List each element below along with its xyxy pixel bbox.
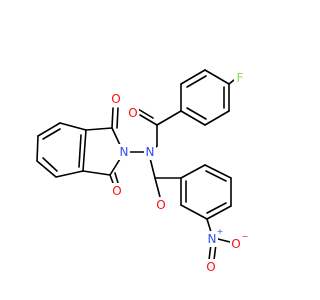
fluorine-atom: F (234, 70, 246, 86)
imide-nitrogen-atom: N (118, 144, 130, 160)
imide-nitrogen-label: N (120, 145, 129, 159)
nitrophenyl-ring (180, 164, 232, 220)
fluorophenyl-ring (180, 69, 230, 126)
ketone-linker (137, 108, 182, 153)
imide-oxygen-bottom-label: O (112, 184, 121, 198)
molecule-diagram: F O O N N O O N + (36, 69, 248, 275)
ketone-oxygen-label: O (128, 106, 137, 120)
nitro-nitrogen-atom: N + (206, 227, 223, 247)
carbon-fluorine-bond (228, 79, 235, 85)
fluorine-label: F (237, 71, 244, 85)
amide-carbonyl (149, 157, 182, 198)
phthalimide-benzo-ring (36, 122, 87, 178)
imide-oxygen-bottom-atom: O (111, 183, 123, 199)
ketone-oxygen-atom: O (127, 105, 139, 121)
nitro-single-bond (217, 238, 231, 243)
nitro-nitrogen-charge: + (217, 227, 224, 236)
bond-layer (36, 69, 235, 261)
nitro-oxygen-double-atom: O (205, 259, 217, 275)
nitro-oxygen-charge: − (242, 232, 249, 241)
nitro-oxygen-single-atom: O − (230, 232, 248, 252)
nitro-oxygen-double-label: O (206, 260, 215, 274)
carbon-nitro-bond (206, 218, 212, 233)
amide-oxygen-label: O (156, 198, 165, 212)
atom-label-layer: F O O N N O O N + (110, 70, 248, 275)
imide-oxygen-top-atom: O (110, 91, 122, 107)
nitro-nitrogen-label: N (208, 232, 217, 246)
amide-nitrogen-label: N (146, 145, 155, 159)
imide-oxygen-top-label: O (111, 92, 120, 106)
amide-oxygen-atom: O (155, 197, 167, 213)
phthalimide-imide-ring (82, 107, 121, 184)
nitro-oxygen-single-label: O (231, 237, 240, 251)
amide-nitrogen-atom: N (144, 144, 156, 160)
